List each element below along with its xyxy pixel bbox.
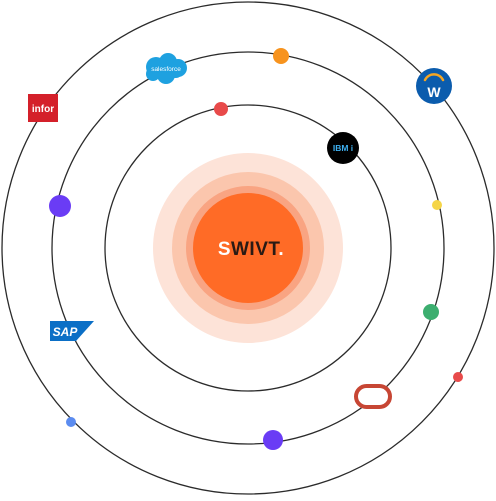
swivt-logo-rest: WIVT <box>231 239 280 260</box>
purple-dot-bottom <box>263 430 283 450</box>
sap-logo-shape <box>50 321 94 341</box>
oracle-logo-ring <box>354 384 392 409</box>
salesforce-cloud-icon <box>146 53 187 84</box>
swivt-logo-s: S <box>218 239 231 260</box>
center-hub: SWIVT. <box>153 153 343 343</box>
sap-logo[interactable]: SAP <box>50 321 94 341</box>
workday-arc-icon <box>423 73 445 82</box>
swivt-logo-dot: . <box>278 239 284 260</box>
orbit-inner <box>104 104 392 392</box>
red-dot-inner <box>214 102 228 116</box>
blue-dot <box>66 417 76 427</box>
sap-logo-label: SAP <box>53 325 79 339</box>
ibm-i-logo[interactable]: IBM i <box>327 132 359 164</box>
orbit-middle <box>51 51 445 445</box>
workday-logo[interactable]: W <box>416 68 452 104</box>
red-dot-outer <box>453 372 463 382</box>
infor-logo-label: infor <box>32 104 54 115</box>
ibm-i-logo-label: IBM i <box>333 143 353 153</box>
workday-logo-label: W <box>427 84 441 100</box>
orbit-dots <box>49 48 463 450</box>
infor-logo[interactable]: infor <box>28 94 58 122</box>
salesforce-logo[interactable]: salesforce <box>146 53 187 84</box>
swivt-logo: SWIVT. <box>218 239 284 260</box>
yellow-dot <box>432 200 442 210</box>
hub-core <box>193 193 303 303</box>
green-dot <box>423 304 439 320</box>
ibm-i-logo-circle <box>327 132 359 164</box>
workday-logo-circle <box>416 68 452 104</box>
orange-dot <box>273 48 289 64</box>
purple-dot-left <box>49 195 71 217</box>
infor-logo-box <box>28 94 58 122</box>
oracle-logo[interactable] <box>354 384 392 409</box>
salesforce-logo-label: salesforce <box>151 66 181 73</box>
